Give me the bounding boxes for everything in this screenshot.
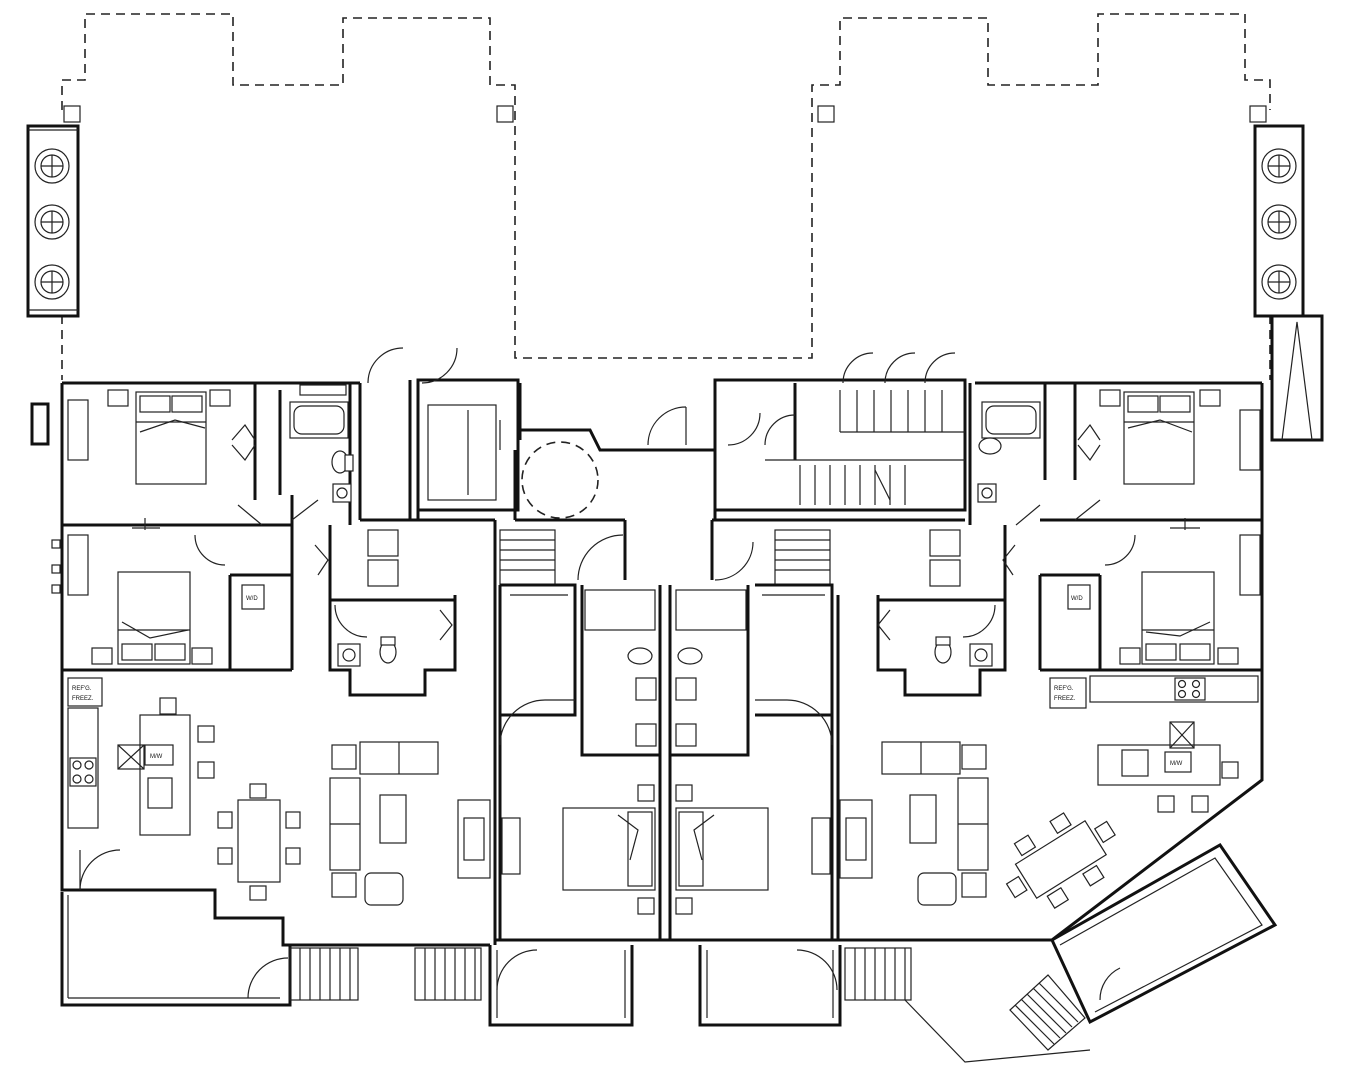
fan-icon: [34, 148, 70, 184]
exterior-meters: [51, 539, 61, 594]
left-living-room: [329, 741, 521, 906]
right-bedroom-1: [1077, 389, 1261, 485]
left-bathrooms: [289, 384, 453, 667]
refrigerator: [1049, 677, 1087, 709]
fan-icon: [1261, 148, 1297, 184]
center-porches: [488, 945, 842, 1027]
center-units: [495, 583, 840, 942]
left-kitchen: REF'G. FREEZ. M/W: [67, 677, 215, 836]
armchair: [364, 872, 404, 906]
kitchen-island: [1097, 744, 1221, 786]
toilet-icon: [331, 450, 354, 474]
left-bedroom-1: [67, 389, 256, 485]
left-bedroom-2: W/D: [67, 518, 265, 665]
toilet-icon: [379, 636, 397, 664]
doors: [79, 499, 1101, 891]
toilet-icon: [627, 647, 653, 665]
freezer-label: FREEZ.: [72, 696, 94, 702]
toilet-icon: [978, 437, 1002, 455]
hvac-units-right: [1253, 124, 1324, 442]
coffee-table: [379, 794, 407, 844]
closet-doors: [231, 424, 256, 461]
fan-icon: [34, 264, 70, 300]
refrigerator-label: REF'G.: [72, 686, 92, 692]
washer-dryer-label: W/D: [1071, 596, 1083, 602]
sink-icon: [635, 723, 657, 747]
range-icon: [1174, 677, 1206, 701]
armchair: [917, 872, 957, 906]
sink-icon: [147, 777, 173, 809]
bathtub: [584, 589, 656, 631]
front-stairs: [289, 947, 912, 1001]
sink-icon: [332, 483, 352, 503]
meter-box: [30, 402, 50, 446]
sink-icon: [337, 643, 361, 667]
sink-icon: [1121, 749, 1149, 777]
column-markers: [63, 105, 1267, 123]
coffee-table: [909, 794, 937, 844]
sink-icon: [675, 677, 697, 701]
exterior-walls: [60, 381, 1264, 947]
right-dining-table: [1005, 812, 1116, 909]
rotunda: [521, 441, 599, 519]
freezer-label: FREEZ.: [1054, 696, 1076, 702]
fan-icon: [1261, 264, 1297, 300]
right-deck: [904, 843, 1278, 1063]
bathtub: [675, 589, 747, 631]
left-porch: [60, 892, 292, 1007]
column-marker: [1249, 105, 1267, 123]
future-building-outline: [61, 13, 1271, 380]
microwave-label: M/W: [150, 754, 163, 760]
sink-icon: [675, 723, 697, 747]
toilet-icon: [934, 636, 952, 664]
fan-icon: [34, 204, 70, 240]
right-unit-walls: [876, 383, 1262, 697]
fireplace: [457, 799, 491, 879]
sink-icon: [977, 483, 997, 503]
kitchen-island: [139, 714, 191, 836]
right-bedroom-2: W/D: [1067, 518, 1261, 665]
column-marker: [496, 105, 514, 123]
right-bathrooms: [877, 401, 1041, 667]
closet-doors: [314, 544, 453, 641]
right-kitchen: REF'G. FREEZ. M/W: [1049, 675, 1259, 813]
bathtub: [289, 401, 349, 439]
sink-icon: [969, 643, 993, 667]
right-stair-block: [367, 347, 967, 512]
fireplace: [839, 799, 873, 879]
right-living-room: [811, 741, 989, 906]
central-core: [416, 378, 965, 586]
toilet-icon: [677, 647, 703, 665]
microwave-label: M/W: [1170, 761, 1183, 767]
column-marker: [817, 105, 835, 123]
hvac-units-left: [26, 124, 80, 318]
left-dining-table: [217, 783, 301, 901]
range-icon: [69, 757, 97, 787]
fan-icon: [1261, 204, 1297, 240]
washer-dryer-label: W/D: [246, 596, 258, 602]
elevator: [416, 378, 520, 512]
bathtub: [981, 401, 1041, 439]
refrigerator: [67, 677, 103, 707]
sink-icon: [635, 677, 657, 701]
column-marker: [63, 105, 81, 123]
refrigerator-label: REF'G.: [1054, 686, 1074, 692]
kitchen-counter: [1089, 675, 1259, 703]
